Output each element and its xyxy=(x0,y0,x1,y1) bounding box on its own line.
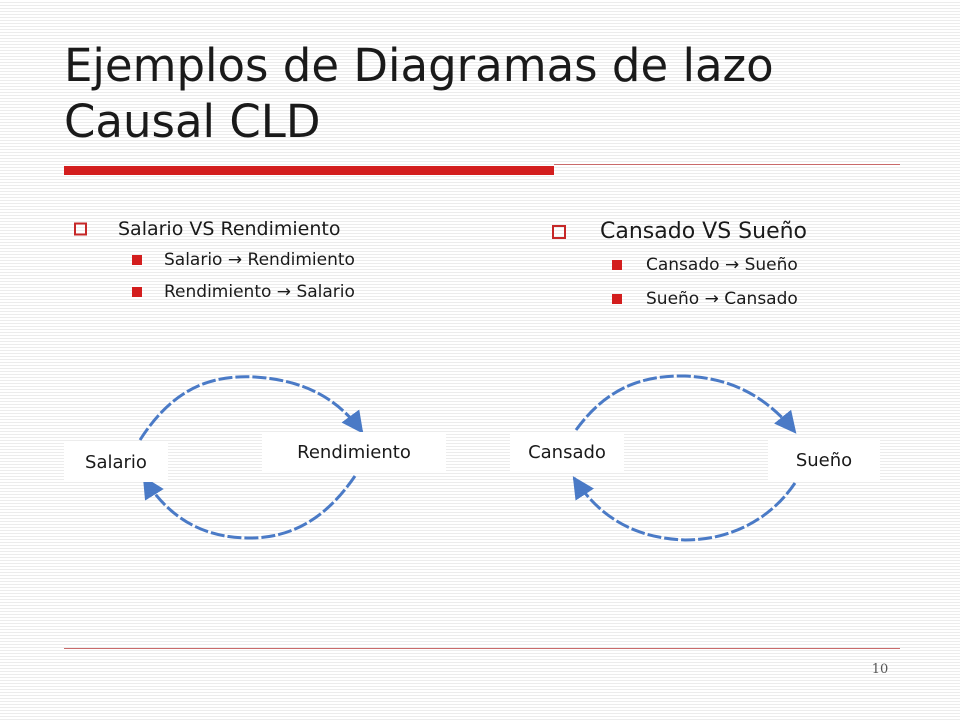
sub-bullet-item: Salario → Rendimiento xyxy=(74,244,355,276)
node-cansado: Cansado xyxy=(510,432,624,472)
filled-square-bullet-icon xyxy=(612,294,622,304)
arrow-cansado-to-sueno xyxy=(574,374,797,434)
relation-from: Rendimiento xyxy=(164,282,272,302)
node-rendimiento: Rendimiento xyxy=(262,432,446,472)
relation-from: Sueño xyxy=(646,289,700,309)
sub-bullet-item: Sueño → Cansado xyxy=(552,282,807,316)
filled-square-bullet-icon xyxy=(132,255,142,265)
left-bullet-list: Salario VS Rendimiento Salario → Rendimi… xyxy=(74,214,355,308)
node-salario: Salario xyxy=(64,442,168,482)
arrow-sueno-to-cansado xyxy=(572,476,797,542)
right-arrow-icon: → xyxy=(227,250,243,270)
footer-divider xyxy=(64,648,900,649)
heading-text: Salario VS Rendimiento xyxy=(118,218,341,240)
arrow-rendimiento-to-salario xyxy=(142,475,357,540)
relation-from: Salario xyxy=(164,250,223,270)
bullet-heading-left: Salario VS Rendimiento xyxy=(74,214,355,244)
relation-to: Cansado xyxy=(724,289,798,309)
right-arrow-icon: → xyxy=(276,282,292,302)
relation-to: Rendimiento xyxy=(247,250,355,270)
title-underline-thick xyxy=(64,166,554,175)
heading-text: Cansado VS Sueño xyxy=(600,219,808,244)
filled-square-bullet-icon xyxy=(612,260,622,270)
title-underline-thin xyxy=(554,164,900,165)
right-arrow-icon: → xyxy=(704,289,719,309)
hollow-square-bullet-icon xyxy=(552,225,566,239)
right-arrow-icon: → xyxy=(724,255,740,275)
hollow-square-bullet-icon xyxy=(74,222,87,236)
right-bullet-list: Cansado VS Sueño Cansado → Sueño Sueño →… xyxy=(552,216,807,316)
sub-bullet-item: Cansado → Sueño xyxy=(552,248,807,282)
relation-to: Sueño xyxy=(744,255,798,275)
slide-title: Ejemplos de Diagramas de lazo Causal CLD xyxy=(64,39,774,148)
arrow-salario-to-rendimiento xyxy=(138,375,364,441)
page-number: 10 xyxy=(871,662,889,677)
sub-bullet-item: Rendimiento → Salario xyxy=(74,276,355,308)
relation-from: Cansado xyxy=(646,255,720,275)
relation-to: Salario xyxy=(296,282,355,302)
filled-square-bullet-icon xyxy=(132,287,142,297)
node-sueno: Sueño xyxy=(768,440,880,480)
bullet-heading-right: Cansado VS Sueño xyxy=(552,216,807,248)
